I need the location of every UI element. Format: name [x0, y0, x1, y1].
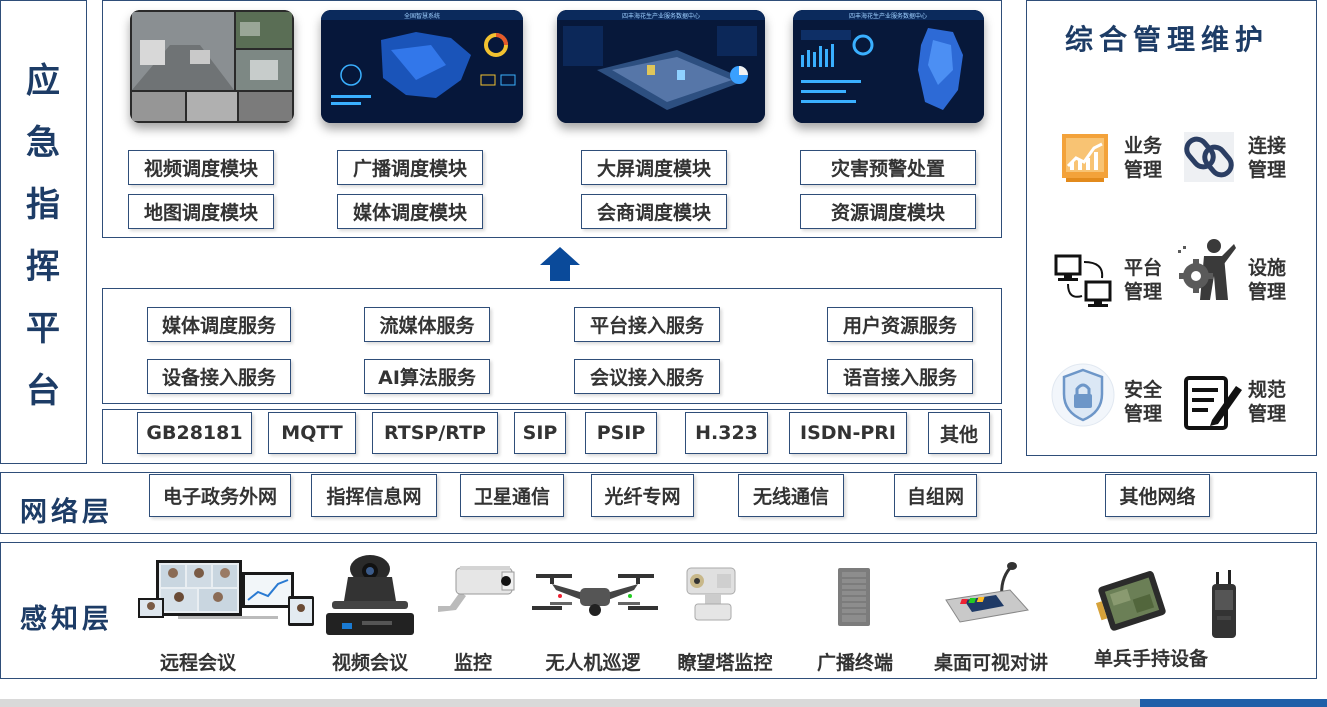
service-ai-algorithm[interactable]: AI算法服务: [364, 359, 490, 394]
device-broadcast-label: 广播终端: [816, 652, 893, 674]
module-bigscreen-dispatch[interactable]: 大屏调度模块: [581, 150, 727, 185]
desktop-intercom-icon: [945, 562, 1029, 623]
service-device-access[interactable]: 设备接入服务: [147, 359, 291, 394]
protocol-isdn-pri[interactable]: ISDN-PRI: [789, 412, 907, 454]
up-arrow-icon: [540, 247, 580, 281]
gear-person-icon[interactable]: [1176, 236, 1236, 304]
bottom-bar-accent: [1140, 699, 1327, 707]
device-video-conference-label: 视频会议: [331, 652, 408, 674]
video-conference-icon: [326, 555, 414, 635]
network-satellite[interactable]: 卫星通信: [460, 474, 564, 517]
svg-text:全国智慧系统: 全国智慧系统: [404, 12, 440, 20]
drone-icon: [532, 574, 658, 616]
device-handheld-label: 单兵手持设备: [1093, 648, 1208, 670]
module-resource-dispatch[interactable]: 资源调度模块: [800, 194, 976, 229]
network-layer-title: 网络层: [20, 497, 113, 528]
service-streaming[interactable]: 流媒体服务: [364, 307, 490, 342]
surveillance-camera-icon: [438, 566, 515, 612]
bottom-bar: [0, 699, 1327, 707]
mgmt-business-label: 业务管理: [1124, 135, 1163, 181]
module-media-dispatch[interactable]: 媒体调度模块: [337, 194, 483, 229]
protocol-h323[interactable]: H.323: [685, 412, 768, 454]
network-command-info[interactable]: 指挥信息网: [311, 474, 437, 517]
protocol-other[interactable]: 其他: [928, 412, 990, 454]
network-fiber[interactable]: 光纤专网: [591, 474, 694, 517]
handheld-device-icon: [1096, 570, 1236, 638]
mgmt-standard-label: 规范管理: [1248, 379, 1287, 425]
device-tower-label: 瞭望塔监控: [677, 652, 773, 674]
mgmt-connection-label: 连接管理: [1248, 135, 1287, 181]
shield-lock-icon[interactable]: [1048, 362, 1118, 428]
network-wireless[interactable]: 无线通信: [738, 474, 844, 517]
network-other[interactable]: 其他网络: [1105, 474, 1210, 517]
chart-monitor-icon[interactable]: [1060, 132, 1110, 184]
protocol-mqtt[interactable]: MQTT: [268, 412, 356, 454]
platform-title: 应 急 指 挥 平 台: [26, 61, 60, 411]
platform-title-box: [0, 0, 87, 464]
mgmt-platform-label: 平台管理: [1124, 257, 1163, 303]
service-media-dispatch[interactable]: 媒体调度服务: [147, 307, 291, 342]
tower-camera-icon: [686, 567, 736, 621]
module-consultation-dispatch[interactable]: 会商调度模块: [581, 194, 727, 229]
mgmt-security-label: 安全管理: [1124, 379, 1163, 425]
video-wall-screenshot: [130, 10, 294, 123]
svg-text:四丰海花生产业服务数据中心: 四丰海花生产业服务数据中心: [849, 12, 927, 20]
chain-link-icon[interactable]: [1184, 132, 1234, 182]
service-platform-access[interactable]: 平台接入服务: [574, 307, 720, 342]
mgmt-facility-label: 设施管理: [1248, 257, 1287, 303]
protocol-gb28181[interactable]: GB28181: [137, 412, 252, 454]
svg-text:四丰海花生产业服务数据中心: 四丰海花生产业服务数据中心: [622, 12, 700, 20]
device-drone-label: 无人机巡逻: [545, 652, 641, 674]
module-video-dispatch[interactable]: 视频调度模块: [128, 150, 274, 185]
management-title: 综合管理维护: [1065, 23, 1270, 56]
service-user-resource[interactable]: 用户资源服务: [827, 307, 973, 342]
module-broadcast-dispatch[interactable]: 广播调度模块: [337, 150, 483, 185]
3d-dashboard-screenshot: 四丰海花生产业服务数据中心: [557, 10, 765, 123]
broadcast-terminal-icon: [838, 568, 870, 626]
device-surveillance-label: 监控: [453, 652, 492, 674]
protocol-sip[interactable]: SIP: [514, 412, 566, 454]
module-disaster-warning[interactable]: 灾害预警处置: [800, 150, 976, 185]
service-voice-access[interactable]: 语音接入服务: [827, 359, 973, 394]
protocol-psip[interactable]: PSIP: [585, 412, 657, 454]
remote-meeting-icon: [138, 560, 314, 626]
perception-layer-title: 感知层: [20, 604, 113, 635]
province-dashboard-screenshot: 四丰海花生产业服务数据中心: [793, 10, 984, 123]
map-dashboard-screenshot: 全国智慧系统: [321, 10, 523, 123]
protocol-rtsp-rtp[interactable]: RTSP/RTP: [372, 412, 498, 454]
module-map-dispatch[interactable]: 地图调度模块: [128, 194, 274, 229]
service-meeting-access[interactable]: 会议接入服务: [574, 359, 720, 394]
device-intercom-label: 桌面可视对讲: [933, 652, 1048, 674]
device-remote-meeting-label: 远程会议: [159, 652, 236, 674]
document-pen-icon[interactable]: [1184, 374, 1244, 430]
network-e-gov[interactable]: 电子政务外网: [149, 474, 291, 517]
network-ad-hoc[interactable]: 自组网: [894, 474, 977, 517]
network-computers-icon[interactable]: [1054, 252, 1114, 308]
